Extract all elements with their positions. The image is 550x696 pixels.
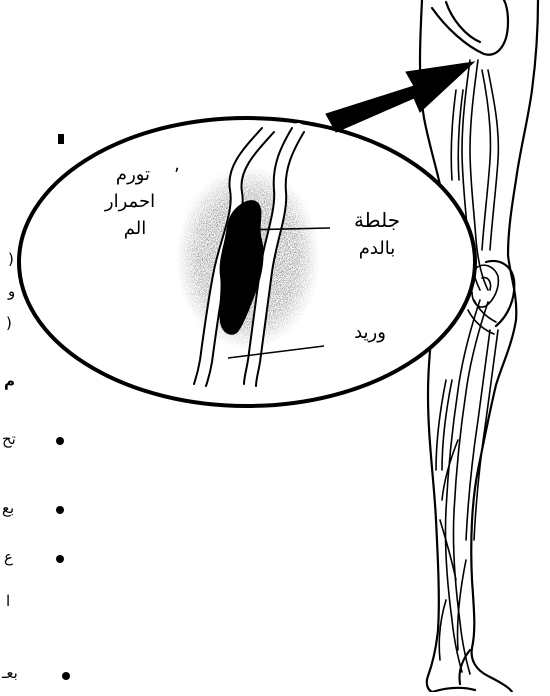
page-heading-fragment: م	[4, 372, 15, 390]
corner-mark	[58, 134, 64, 144]
bullet-dot-4	[62, 672, 70, 680]
bullet-text-3: ع	[4, 548, 13, 566]
page-fragment-3: (	[6, 314, 12, 332]
clot-label-line2: بالدم	[340, 238, 414, 259]
bullet-text-2: بع	[2, 499, 14, 517]
vein-label: وريد	[330, 322, 410, 343]
bullet-text-3-cont: ا	[6, 592, 10, 610]
pain-label: الم	[100, 218, 170, 239]
bullet-text-1: تح	[2, 430, 16, 448]
bullet-dot-3	[56, 555, 64, 563]
leg-outline	[420, 0, 538, 692]
bullet-dot-2	[56, 506, 64, 514]
page-fragment-2: و	[8, 282, 15, 300]
comma-mark: ,	[170, 154, 184, 175]
page-fragment-1: (	[8, 250, 14, 268]
clot-label: جلطة	[340, 208, 414, 232]
redness-label: احمرار	[90, 191, 170, 212]
bullet-dot-1	[56, 437, 64, 445]
bullet-text-4: بعـ	[2, 664, 18, 682]
leg-veins	[436, 60, 498, 674]
swelling-label: تورم	[98, 164, 168, 185]
pointer-arrow	[326, 62, 474, 132]
